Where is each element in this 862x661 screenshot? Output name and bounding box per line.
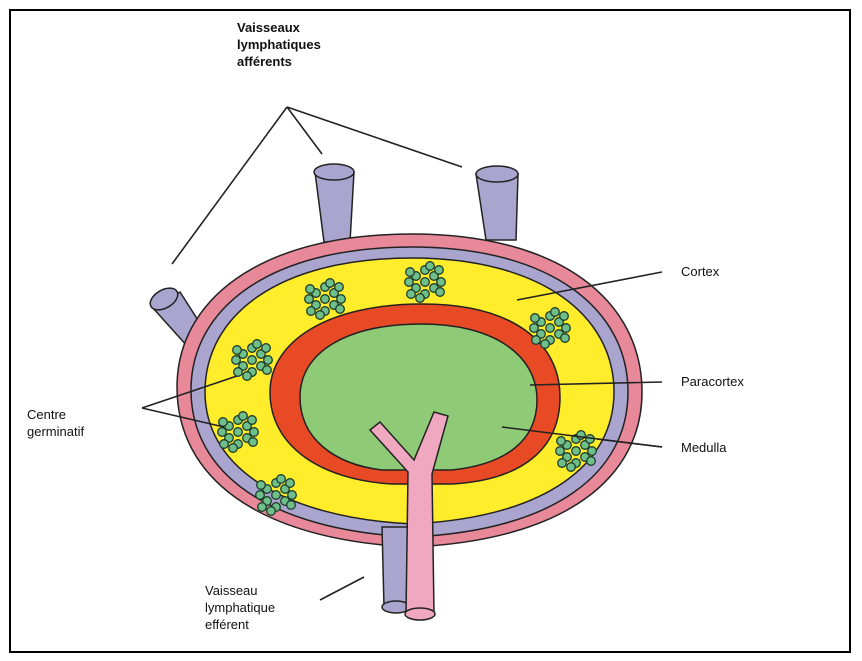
follicle-cell: [337, 295, 346, 304]
lymph-node-diagram: [11, 11, 853, 655]
follicle-cell: [288, 491, 297, 500]
follicle-cell: [287, 501, 296, 510]
afferent-label-line3: afférents: [237, 54, 292, 69]
germinal-center-follicle: [530, 308, 571, 349]
follicle-cell: [546, 324, 555, 333]
follicle-cell: [335, 283, 344, 292]
follicle-cell: [262, 344, 271, 353]
follicle-cell: [258, 503, 267, 512]
follicle-cell: [588, 447, 597, 456]
follicle-cell: [436, 288, 445, 297]
follicle-cell: [232, 356, 241, 365]
follicle-cell: [220, 440, 229, 449]
follicle-cell: [321, 295, 330, 304]
follicle-cell: [229, 444, 238, 453]
follicle-cell: [531, 314, 540, 323]
follicle-cell: [234, 368, 243, 377]
follicle-cell: [239, 412, 248, 421]
germinal-label-line1: Centre: [27, 407, 66, 422]
follicle-cell: [406, 268, 415, 277]
follicle-cell: [532, 336, 541, 345]
germinal-center-follicle: [232, 340, 273, 381]
follicle-cell: [306, 285, 315, 294]
follicle-cell: [551, 308, 560, 317]
follicle-cell: [572, 447, 581, 456]
follicle-cell: [405, 278, 414, 287]
diagram-frame: Vaisseaux lymphatiques afférents Cortex …: [9, 9, 851, 653]
afferent-label: Vaisseaux lymphatiques afférents: [237, 19, 321, 70]
afferent-vessel-middle: [314, 164, 354, 242]
follicle-cell: [530, 324, 539, 333]
follicle-cell: [277, 475, 286, 484]
efferent-label: Vaisseau lymphatique efférent: [205, 582, 275, 633]
follicle-cell: [556, 447, 565, 456]
follicle-cell: [257, 481, 266, 490]
afferent-label-line1: Vaisseaux: [237, 20, 300, 35]
afferent-label-line2: lymphatiques: [237, 37, 321, 52]
follicle-cell: [248, 356, 257, 365]
follicle-cell: [249, 438, 258, 447]
follicle-cell: [243, 372, 252, 381]
follicle-cell: [426, 262, 435, 271]
medulla-label: Medulla: [681, 439, 727, 456]
follicle-cell: [558, 459, 567, 468]
cortex-label: Cortex: [681, 263, 719, 280]
follicle-cell: [587, 457, 596, 466]
follicle-cell: [557, 437, 566, 446]
follicle-cell: [421, 278, 430, 287]
follicle-cell: [250, 428, 259, 437]
paracortex-label: Paracortex: [681, 373, 744, 390]
germinal-center-follicle: [305, 279, 346, 320]
follicle-cell: [256, 491, 265, 500]
efferent-label-line1: Vaisseau: [205, 583, 258, 598]
follicle-cell: [286, 479, 295, 488]
follicle-cell: [567, 463, 576, 472]
follicle-cell: [326, 279, 335, 288]
germinal-center-follicle: [256, 475, 297, 516]
follicle-cell: [307, 307, 316, 316]
follicle-cell: [263, 366, 272, 375]
germinal-center-follicle: [405, 262, 446, 303]
follicle-cell: [218, 428, 227, 437]
efferent-label-line2: lymphatique: [205, 600, 275, 615]
follicle-cell: [437, 278, 446, 287]
afferent-vessel-right: [476, 166, 518, 240]
germinal-center-follicle: [218, 412, 259, 453]
follicle-cell: [234, 428, 243, 437]
follicle-cell: [305, 295, 314, 304]
follicle-cell: [316, 311, 325, 320]
efferent-label-line3: efférent: [205, 617, 249, 632]
follicle-cell: [219, 418, 228, 427]
germinal-label-line2: germinatif: [27, 424, 84, 439]
follicle-cell: [416, 294, 425, 303]
follicle-cell: [267, 507, 276, 516]
follicle-cell: [407, 290, 416, 299]
follicle-cell: [560, 312, 569, 321]
germinal-center-label: Centre germinatif: [27, 406, 84, 440]
follicle-cell: [248, 416, 257, 425]
follicle-cell: [562, 324, 571, 333]
follicle-cell: [435, 266, 444, 275]
follicle-cell: [336, 305, 345, 314]
follicle-cell: [541, 340, 550, 349]
follicle-cell: [233, 346, 242, 355]
follicle-cell: [272, 491, 281, 500]
follicle-cell: [561, 334, 570, 343]
follicle-cell: [253, 340, 262, 349]
follicle-cell: [264, 356, 273, 365]
